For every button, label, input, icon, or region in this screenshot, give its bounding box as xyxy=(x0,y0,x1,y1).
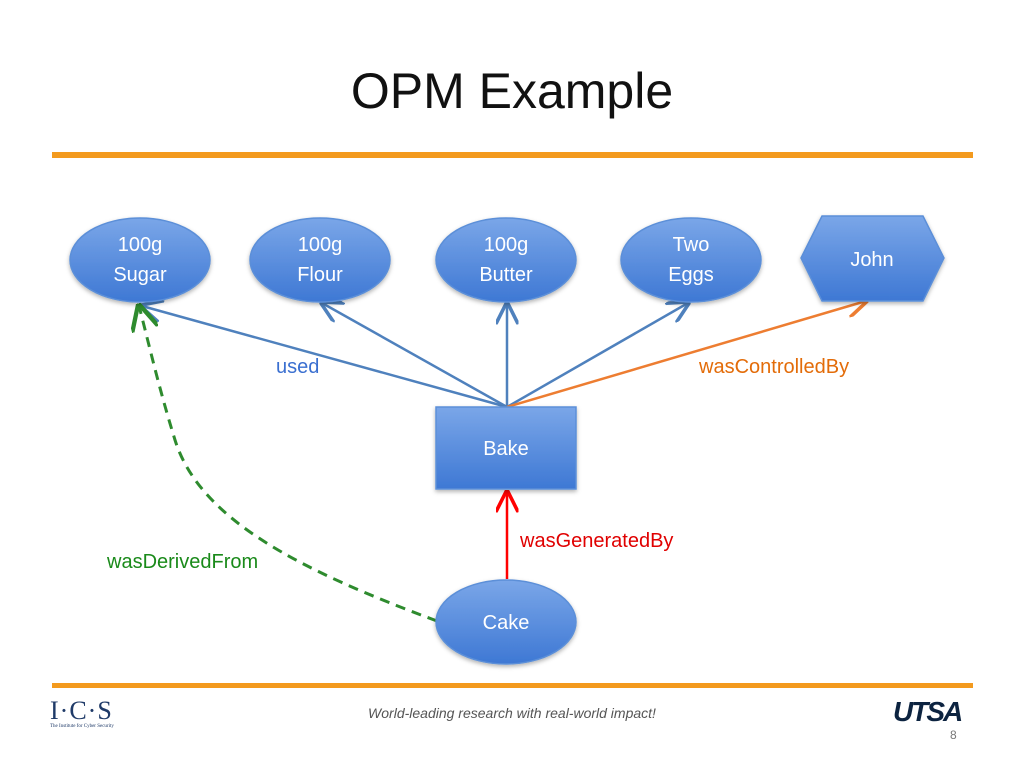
node-eggs-line2: Eggs xyxy=(668,264,714,286)
node-butter xyxy=(435,217,577,303)
node-butter-line2: Butter xyxy=(479,264,533,286)
node-flour-line2: Flour xyxy=(297,264,343,286)
node-sugar xyxy=(69,217,211,303)
label-used: used xyxy=(276,356,319,378)
node-john-label: John xyxy=(850,249,893,271)
node-bake xyxy=(435,406,577,490)
edge-used-sugar xyxy=(142,306,508,409)
label-was-controlled-by: wasControlledBy xyxy=(698,356,849,378)
node-cake xyxy=(435,579,577,665)
label-was-derived-from: wasDerivedFrom xyxy=(106,551,258,573)
ics-logo: I·C·S The Institute for Cyber Security xyxy=(50,698,120,734)
footer-tagline: World-leading research with real-world i… xyxy=(368,705,656,721)
node-butter-line1: 100g xyxy=(484,234,529,256)
utsa-logo: UTSA xyxy=(893,696,963,727)
node-flour-line1: 100g xyxy=(298,234,343,256)
label-was-generated-by: wasGeneratedBy xyxy=(519,530,673,552)
used-edges xyxy=(142,303,688,409)
edge-was-controlled-by xyxy=(506,301,866,409)
edge-used-flour xyxy=(322,303,508,409)
edge-was-derived-from xyxy=(139,306,438,623)
ics-logo-subtext: The Institute for Cyber Security xyxy=(50,724,114,729)
ics-logo-mark: I·C·S xyxy=(50,696,113,725)
node-sugar-line2: Sugar xyxy=(113,264,167,286)
node-eggs xyxy=(620,217,762,303)
edge-used-eggs xyxy=(506,303,688,409)
node-john xyxy=(800,215,945,302)
node-cake-label: Cake xyxy=(483,612,530,634)
slide-title: OPM Example xyxy=(350,63,674,119)
page-number: 8 xyxy=(950,728,957,742)
title-divider xyxy=(52,152,973,158)
node-bake-label: Bake xyxy=(483,438,529,460)
node-sugar-line1: 100g xyxy=(118,234,163,256)
node-flour xyxy=(249,217,391,303)
node-eggs-line1: Two xyxy=(673,234,710,256)
footer-divider xyxy=(52,683,973,688)
